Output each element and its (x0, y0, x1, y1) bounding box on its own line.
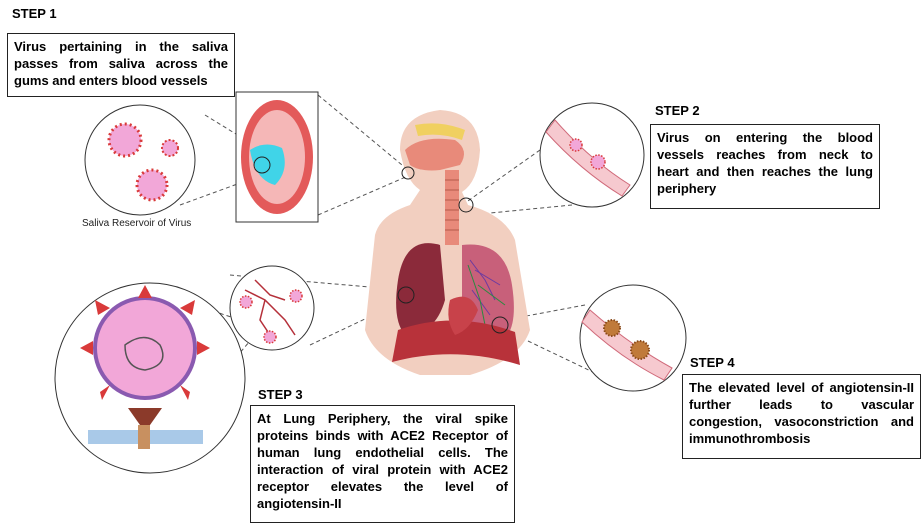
human-torso (365, 110, 530, 375)
virus-ace2-binding-circle (55, 283, 245, 473)
step3-description: At Lung Periphery, the viral spike prote… (250, 405, 515, 523)
saliva-caption: Saliva Reservoir of Virus (82, 218, 191, 229)
blood-vessel-circle-step4 (580, 285, 686, 391)
step2-title: STEP 2 (655, 103, 700, 118)
step1-title: STEP 1 (12, 6, 57, 21)
mouth-illustration (236, 92, 318, 222)
lung-periphery-circle (230, 266, 314, 350)
step3-title: STEP 3 (258, 387, 303, 402)
step2-description: Virus on entering the blood vessels reac… (650, 124, 880, 209)
step4-description: The elevated level of angiotensin-II fur… (682, 374, 921, 459)
saliva-virus-circle (85, 105, 195, 215)
step1-description: Virus pertaining in the saliva passes fr… (7, 33, 235, 97)
blood-vessel-circle-step2 (540, 103, 644, 207)
step4-title: STEP 4 (690, 355, 735, 370)
